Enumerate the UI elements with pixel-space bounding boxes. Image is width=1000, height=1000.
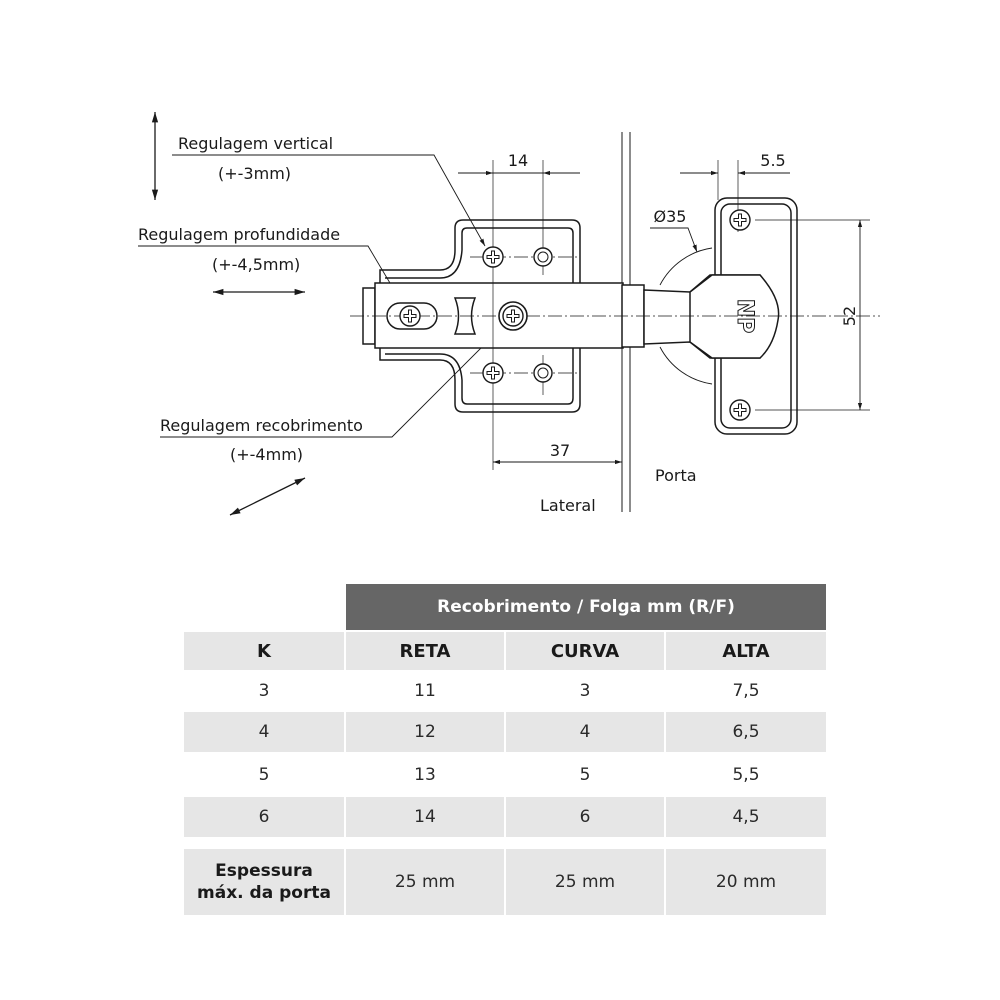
cell-k: 6 [184,797,344,837]
cell-reta: 12 [346,712,504,752]
header-curva: CURVA [506,632,664,670]
cell-k: 5 [258,764,270,785]
adjust-cam-screw-icon [498,301,528,331]
hole-icon [533,363,553,383]
header-k: K [184,632,344,670]
cell-curva: 5 [579,764,591,785]
screw-icon [729,399,751,421]
footer-label-line2: máx. da porta [197,883,331,903]
dim-hole-spacing: 14 [508,151,528,170]
cell-alta: 4,5 [666,797,826,837]
overlay-adjust-arrow [229,477,306,516]
table-title: Recobrimento / Folga mm (R/F) [346,584,826,630]
label-depth-range: (+-4,5mm) [212,255,300,274]
cell-curva: 4 [506,712,664,752]
cell-reta: 11 [414,681,436,701]
leader-vertical [172,154,486,247]
hinge-diagram: Regulagem vertical (+-3mm) Regulagem pro… [138,112,880,516]
cell-curva: 6 [506,797,664,837]
footer-alta: 20 mm [666,849,826,915]
label-overlay: Regulagem recobrimento [160,416,363,435]
dim-depth: 37 [550,441,570,460]
dim-cup-diameter: Ø35 [654,207,687,226]
footer-curva: 25 mm [506,849,664,915]
leader-overlay [160,326,503,438]
screw-icon [729,209,751,231]
cell-k: 4 [184,712,344,752]
screw-icon [482,246,504,268]
screw-icon [399,305,421,327]
label-vertical-range: (+-3mm) [218,164,291,183]
hole-icon [533,247,553,267]
cell-curva: 3 [579,681,591,701]
header-alta: ALTA [666,632,826,670]
footer-label: Espessura máx. da porta [184,849,344,915]
footer-label-line1: Espessura [215,861,313,881]
footer-reta: 25 mm [346,849,504,915]
cell-reta: 14 [346,797,504,837]
label-door: Porta [655,466,697,485]
dim-cup-holes: 52 [840,306,859,326]
dim-edge: 5.5 [760,151,785,170]
mounting-plate [379,219,581,413]
cell-alta: 7,5 [732,681,760,701]
cell-alta: 5,5 [732,764,760,785]
cell-alta: 6,5 [666,712,826,752]
screw-icon [482,362,504,384]
label-overlay-range: (+-4mm) [230,445,303,464]
label-depth: Regulagem profundidade [138,225,340,244]
cell-k: 3 [258,681,270,701]
label-vertical: Regulagem vertical [178,134,333,153]
cell-reta: 13 [414,764,436,785]
label-side: Lateral [540,496,596,515]
header-reta: RETA [346,632,504,670]
